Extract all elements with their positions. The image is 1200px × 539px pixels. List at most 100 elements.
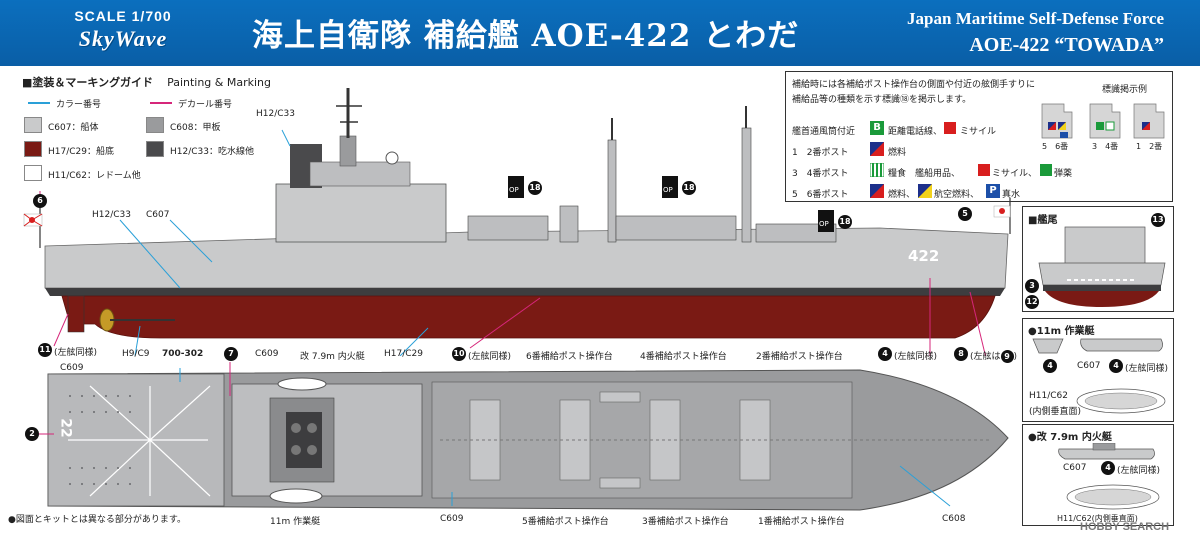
skywave-logo: SCALE 1/700 SkyWave — [48, 8, 198, 58]
sign-label-12: 1 2番 — [1136, 142, 1163, 151]
missile-flag-icon-2 — [978, 164, 990, 176]
guide-title: ■塗装＆マーキングガイド Painting & Marking — [22, 74, 271, 90]
boat11-panel: ●11m 作業艇 4 C607 4 (左舷同様) H11/C62 (内側垂直面) — [1022, 318, 1174, 422]
label-b4-side: (左舷同様) — [894, 352, 938, 362]
row-post12-text: 燃料 — [888, 148, 907, 158]
boat11-h11: H11/C62 — [1029, 391, 1068, 401]
label-c608: C608 — [942, 514, 966, 524]
label-b8-text: (左舷は — [970, 352, 1001, 362]
sign-label-56: 5 6番 — [1042, 142, 1069, 151]
swatch-h17c29-label: H17/C29：船底 — [48, 147, 114, 157]
swatch-h12c33-label: H12/C33：吃水線他 — [170, 147, 254, 157]
decal-number-line — [150, 102, 172, 104]
title-english-line2: AOE-422 “TOWADA” — [969, 34, 1164, 56]
label-post5: 5番補給ポスト操作台 — [522, 517, 609, 527]
swatch-c608-label: C608：甲板 — [170, 123, 221, 133]
label-b10: (左舷同様) — [468, 352, 512, 362]
sign-label-34: 3 4番 — [1092, 142, 1119, 151]
fuel-flag-icon — [870, 142, 884, 156]
label-post4: 4番補給ポスト操作台 — [640, 352, 727, 362]
label-post6: 6番補給ポスト操作台 — [526, 352, 613, 362]
color-number-label: カラー番号 — [56, 100, 102, 110]
row-post56-text-c: 真水 — [1002, 190, 1021, 200]
label-h9c9: H9/C9 — [122, 349, 150, 359]
boat79-badge-4: 4 — [1101, 461, 1115, 475]
notes-intro-line1: 補給時には各補給ポスト操作台の側面や付近の舷側手すりに — [792, 80, 1036, 90]
boat79-b4-label: (左舷同様) — [1117, 466, 1161, 476]
sign-example-title: 標識掲示例 — [1102, 85, 1148, 95]
missile-flag-icon — [944, 122, 956, 134]
swatch-c607 — [24, 117, 42, 133]
superstructure — [275, 183, 447, 243]
label-post2: 2番補給ポスト操作台 — [756, 352, 843, 362]
badge-12: 12 — [1025, 295, 1039, 309]
boat11-panel-title: ●11m 作業艇 — [1028, 326, 1095, 337]
stern-panel-title: ■艦尾 — [1028, 215, 1058, 226]
aviation-fuel-flag-icon — [918, 184, 932, 198]
op-label-3: OP — [819, 220, 829, 228]
stern-diagram — [1038, 226, 1166, 307]
label-deck-num: 700-302 — [162, 349, 204, 359]
stern-panel: ■艦尾 13 3 12 — [1022, 206, 1174, 312]
notes-intro-b: を掲示します。 — [909, 95, 972, 105]
badge-4-side: 4 — [878, 347, 892, 361]
boat-11-top — [269, 488, 323, 504]
badge-2: 2 — [25, 427, 39, 441]
label-b9-close: ) — [1013, 352, 1018, 362]
swatch-h17c29 — [24, 141, 42, 157]
guide-title-en: Painting & Marking — [167, 76, 271, 89]
boat11-h11-sub: (内側垂直面) — [1029, 407, 1082, 417]
swatch-c607-label: C607：船体 — [48, 123, 99, 133]
color-number-line — [28, 102, 50, 104]
badge-13: 13 — [1151, 213, 1165, 227]
swatch-c608 — [146, 117, 164, 133]
badge-18-b: 18 — [682, 181, 696, 195]
boat11-b4-label: (左舷同様) — [1125, 364, 1169, 374]
boat79-c607: C607 — [1063, 463, 1087, 473]
boat-79-top — [277, 377, 327, 391]
label-c609-bottom: C609 — [440, 514, 464, 524]
label-h12c33-top: H12/C33 — [256, 109, 295, 119]
op-tag-2 — [662, 176, 678, 198]
row-post34-text-c: 弾薬 — [1054, 169, 1073, 179]
boat11-badge-4b: 4 — [1109, 359, 1123, 373]
label-c607: C607 — [146, 210, 170, 220]
op-tag-1 — [508, 176, 524, 198]
badge-18-a: 18 — [528, 181, 542, 195]
notes-intro-line2: 補給品等の種類を示す標識⑱を掲示します。 — [792, 92, 971, 105]
row-bow-text-b: ミサイル — [960, 127, 997, 137]
label-post3: 3番補給ポスト操作台 — [642, 517, 729, 527]
op-label-2: OP — [663, 186, 673, 194]
row-post34-text-b: ミサイル、 — [992, 169, 1038, 179]
row-bow-text-a: 距離電話線、 — [888, 127, 943, 137]
ship-side-view — [23, 88, 1011, 356]
swatch-h11c62-label: H11/C62：レドーム他 — [48, 171, 141, 181]
badge-11: 11 — [38, 343, 52, 357]
header-banner: SCALE 1/700 SkyWave 海上自衛隊 補給艦 AOE-422 とわ… — [0, 0, 1200, 66]
distance-phone-icon: B — [870, 121, 884, 135]
label-c609-mid: C609 — [255, 349, 279, 359]
boat11-badge-4a: 4 — [1043, 359, 1057, 373]
boat11-c607: C607 — [1077, 361, 1101, 371]
label-boat79: 改 7.9m 内火艇 — [300, 352, 365, 362]
boat11-diagram — [1032, 338, 1166, 414]
ship-top-view — [36, 362, 1009, 511]
fresh-water-flag-icon: P — [986, 184, 1000, 198]
badge-5: 5 — [958, 207, 972, 221]
swatch-h11c62 — [24, 165, 42, 181]
boat79-panel-title: ●改 7.9m 内火艇 — [1028, 432, 1112, 443]
fuel-flag-icon-2 — [870, 184, 884, 198]
radome — [385, 151, 399, 165]
title-japanese: 海上自衛隊 補給艦 AOE-422 とわだ — [252, 18, 800, 54]
sign-example-diagrams — [1041, 103, 1165, 139]
badge-18-c: 18 — [838, 215, 852, 229]
boat79-diagram — [1058, 443, 1160, 510]
badge-10: 10 — [452, 347, 466, 361]
swatch-h12c33 — [146, 141, 164, 157]
label-boat11: 11m 作業艇 — [270, 517, 321, 527]
guide-title-jp: ■塗装＆マーキングガイド — [22, 76, 154, 89]
provisions-flag-icon — [870, 163, 884, 177]
badge-3: 3 — [1025, 279, 1039, 293]
brand-name: SkyWave — [78, 26, 168, 51]
